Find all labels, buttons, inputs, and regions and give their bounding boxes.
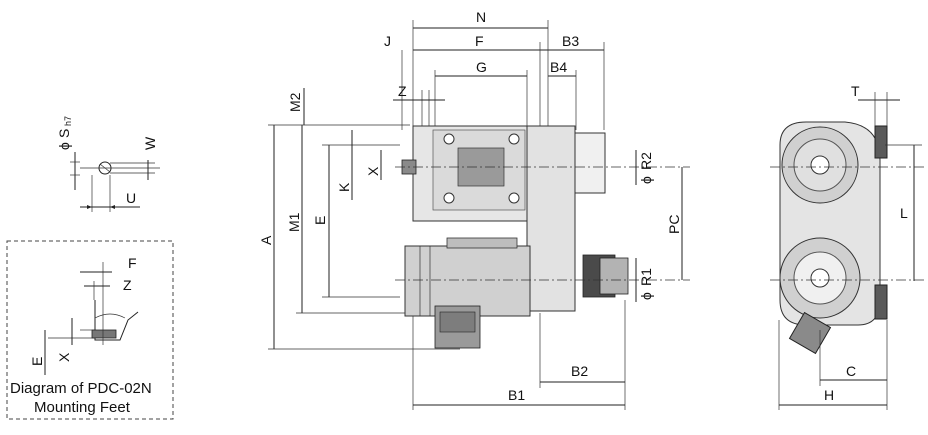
- dim-N-label: N: [476, 9, 486, 25]
- shaft-end-detail: ϕ S h7 W U: [56, 116, 160, 212]
- dim-R2-phi-label: ϕ: [638, 176, 654, 184]
- dim-B3-label: B3: [562, 33, 579, 49]
- dim-B1-label: B1: [508, 387, 525, 403]
- dim-E-label: E: [312, 216, 328, 225]
- dim-G-label: G: [476, 59, 487, 75]
- inset-caption-line1: Diagram of PDC-02N: [10, 380, 152, 397]
- inset-caption-line2: Mounting Feet: [34, 399, 131, 416]
- dim-R1-label: R1: [638, 268, 654, 286]
- dim-T-label: T: [851, 83, 860, 99]
- dim-U-label: U: [126, 190, 136, 206]
- dim-R2-label: R2: [638, 152, 654, 170]
- dim-F-label: F: [475, 33, 484, 49]
- dim-PC-label: PC: [666, 215, 682, 234]
- dim-h7-label: h7: [63, 116, 73, 126]
- dim-H-label: H: [824, 387, 834, 403]
- dim-K-label: K: [336, 182, 352, 192]
- dim-W-label: W: [142, 136, 158, 150]
- dim-L-label: L: [900, 205, 908, 221]
- dim-R1-phi-label: ϕ: [638, 292, 654, 300]
- dim-B2-label: B2: [571, 363, 588, 379]
- dim-J-label: J: [384, 33, 391, 49]
- dim-M2-label: M2: [287, 92, 303, 112]
- dim-S-label: S: [56, 129, 72, 138]
- dim-Z-label: Z: [398, 83, 407, 99]
- inset-F-label: F: [128, 255, 137, 271]
- dim-B4-label: B4: [550, 59, 567, 75]
- front-view: N J F B3 G B4 Z M2 A M1 E K X Q: [258, 9, 690, 410]
- dim-C-label: C: [846, 363, 856, 379]
- dim-M1-label: M1: [286, 212, 302, 232]
- inset-Z-label: Z: [123, 277, 132, 293]
- inset-E-label: E: [29, 357, 45, 366]
- inset-X-label: X: [56, 352, 72, 362]
- dim-phi-label: ϕ: [56, 142, 72, 150]
- dim-X-label: X: [365, 166, 381, 176]
- mounting-feet-inset: F Z E X Diagram of PDC-02N Mounting Feet: [6, 240, 174, 420]
- dim-A-label: A: [258, 235, 274, 245]
- side-view: L T C H: [770, 83, 925, 410]
